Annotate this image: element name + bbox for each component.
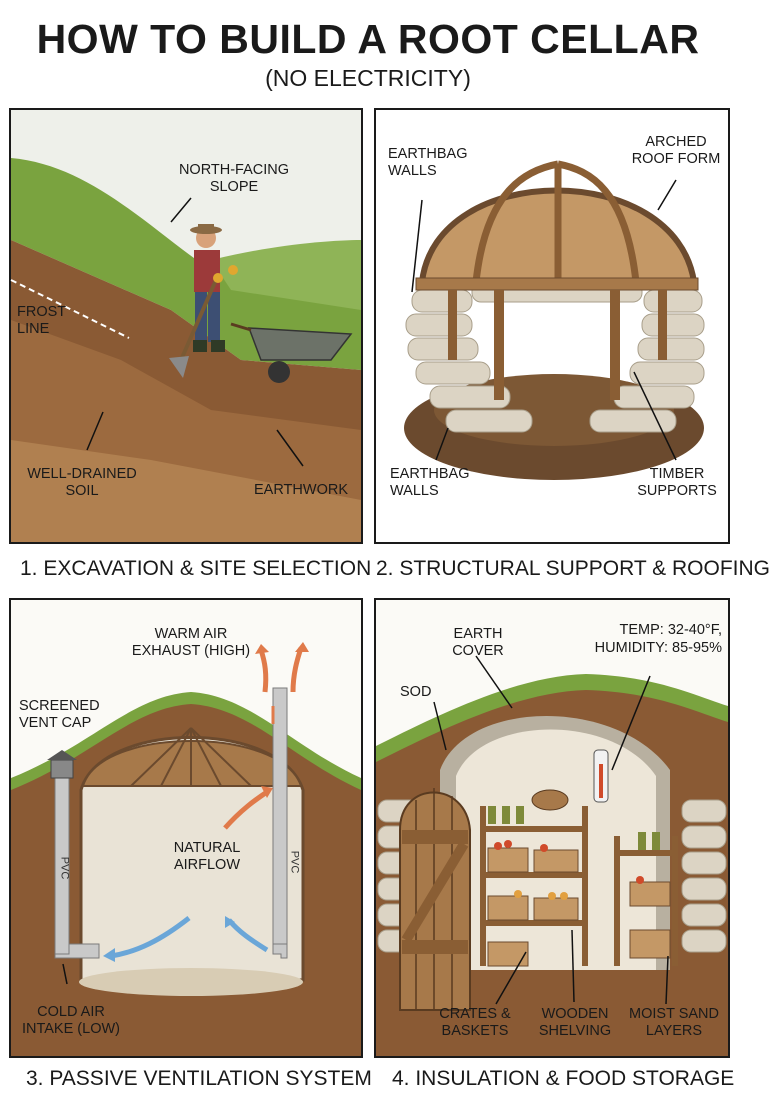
label-well-drained-soil: WELL-DRAINED SOIL: [27, 466, 137, 499]
storage-illustration: [376, 600, 728, 1056]
label-temperature: TEMP: 32-40°F,: [619, 622, 723, 638]
label-screened-vent-cap: SCREENED VENT CAP: [19, 698, 100, 731]
label-frost-line: FROST LINE: [17, 304, 66, 337]
panel-insulation-storage: EARTH COVER TEMP: 32-40°F, HUMIDITY: 85-…: [374, 598, 730, 1058]
label-earthbag-walls-bottom: EARTHBAG WALLS: [390, 466, 470, 499]
label-crates-baskets: CRATES & BASKETS: [439, 1006, 511, 1039]
structure-illustration: [376, 110, 728, 542]
label-sod: SOD: [400, 684, 432, 700]
panel-excavation: NORTH-FACING SLOPE FROST LINE WELL-DRAIN…: [9, 108, 363, 544]
label-pvc-right: PVC: [288, 850, 301, 874]
caption-step-1: 1. EXCAVATION & SITE SELECTION: [20, 557, 372, 580]
label-north-facing-slope: NORTH-FACING SLOPE: [178, 162, 290, 195]
page-title: HOW TO BUILD A ROOT CELLAR: [36, 16, 700, 62]
label-natural-airflow: NATURAL AIRFLOW: [173, 840, 241, 873]
caption-step-3: 3. PASSIVE VENTILATION SYSTEM: [26, 1067, 372, 1090]
label-moist-sand-layers: MOIST SAND LAYERS: [629, 1006, 719, 1039]
label-timber-supports: TIMBER SUPPORTS: [637, 466, 717, 499]
label-warm-air-exhaust: WARM AIR EXHAUST (HIGH): [131, 626, 251, 659]
label-arched-roof-form: ARCHED ROOF FORM: [631, 134, 721, 167]
label-humidity: HUMIDITY: 85-95%: [594, 640, 722, 656]
excavation-illustration: [10, 110, 361, 542]
label-cold-air-intake: COLD AIR INTAKE (LOW): [21, 1004, 120, 1037]
label-wooden-shelving: WOODEN SHELVING: [538, 1006, 612, 1039]
caption-step-4: 4. INSULATION & FOOD STORAGE: [392, 1067, 735, 1090]
page-subtitle: (NO ELECTRICITY): [265, 65, 471, 91]
label-pvc-left: PVC: [58, 856, 71, 880]
ventilation-illustration: [11, 600, 361, 1056]
caption-step-2: 2. STRUCTURAL SUPPORT & ROOFING: [376, 557, 770, 580]
panel-ventilation: WARM AIR EXHAUST (HIGH) SCREENED VENT CA…: [9, 598, 363, 1058]
panel-structural-support: EARTHBAG WALLS ARCHED ROOF FORM EARTHBAG…: [374, 108, 730, 544]
label-earth-cover: EARTH COVER: [452, 626, 504, 659]
label-earthwork: EARTHWORK: [254, 482, 348, 498]
label-earthbag-walls-top: EARTHBAG WALLS: [388, 146, 468, 179]
